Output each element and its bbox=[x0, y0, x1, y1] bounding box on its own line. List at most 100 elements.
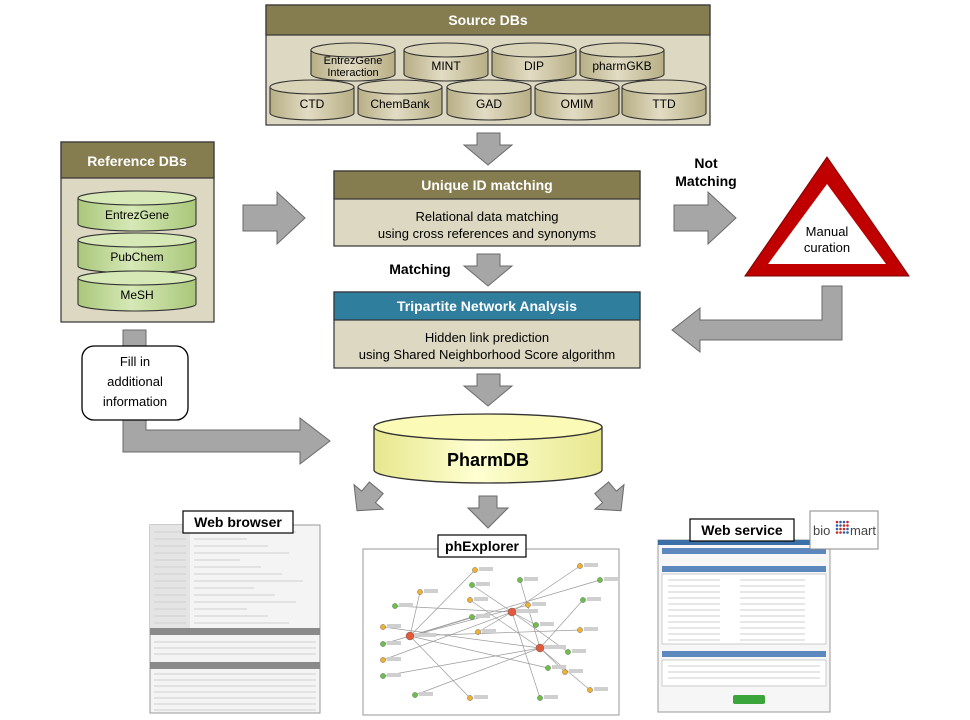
network-node bbox=[562, 669, 568, 675]
biomart-logo: bio mart bbox=[809, 510, 879, 550]
network-edge bbox=[471, 584, 513, 613]
svg-text:mart: mart bbox=[850, 523, 876, 538]
network-edge bbox=[382, 611, 513, 661]
network-node bbox=[392, 603, 398, 609]
source-db-cylinder-2-label: MINT bbox=[431, 59, 461, 73]
network-node bbox=[507, 607, 517, 617]
arrow-unique-to-curation bbox=[673, 190, 737, 246]
network-node-label bbox=[399, 603, 413, 607]
not-matching-label-1: Not bbox=[694, 155, 718, 171]
source-db-cylinder-9: TTD bbox=[621, 79, 707, 121]
network-node bbox=[417, 589, 423, 595]
network-edge bbox=[511, 611, 541, 699]
source-db-cylinder-3-label: DIP bbox=[524, 59, 544, 73]
network-node-label bbox=[482, 629, 496, 633]
network-edge bbox=[409, 635, 471, 699]
network-node-label bbox=[524, 577, 538, 581]
pharmdb-label: PharmDB bbox=[447, 450, 529, 470]
biomart-dot bbox=[835, 520, 839, 524]
network-node bbox=[545, 665, 551, 671]
network-edge bbox=[394, 605, 513, 613]
source-db-cylinder-7-label: GAD bbox=[476, 97, 502, 111]
network-edge bbox=[409, 569, 476, 637]
arrow-curation-to-tripartite bbox=[671, 285, 843, 354]
phexplorer-screenshot bbox=[362, 548, 620, 716]
arrow-unique-to-tripartite bbox=[462, 253, 514, 287]
network-node bbox=[533, 622, 539, 628]
source-db-cylinder-4-label: pharmGKB bbox=[592, 59, 651, 73]
network-edge bbox=[539, 599, 584, 649]
network-node bbox=[577, 563, 583, 569]
reference-db-cylinder-2: PubChem bbox=[77, 232, 197, 274]
network-node bbox=[580, 597, 586, 603]
svg-text:bio: bio bbox=[813, 523, 830, 538]
web-browser-screenshot bbox=[149, 524, 321, 714]
network-node-label bbox=[552, 665, 566, 669]
web-service-label: Web service bbox=[701, 522, 783, 538]
network-node bbox=[472, 567, 478, 573]
network-node bbox=[380, 641, 386, 647]
source-db-cylinder-4: pharmGKB bbox=[579, 42, 665, 82]
unique-id-box: Unique ID matching Relational data match… bbox=[333, 170, 641, 247]
network-node-label bbox=[479, 567, 493, 571]
reference-db-cylinder-1-label: EntrezGene bbox=[105, 208, 169, 222]
reference-db-cylinder-2-label: PubChem bbox=[110, 250, 163, 264]
biomart-dot bbox=[842, 531, 846, 534]
web-service-screenshot bbox=[657, 539, 831, 713]
biomart-dot bbox=[842, 524, 846, 527]
source-db-cylinder-5-label: CTD bbox=[300, 97, 325, 111]
source-db-cylinder-6-label: ChemBank bbox=[370, 97, 430, 111]
network-node-label bbox=[419, 692, 433, 696]
network-node bbox=[469, 614, 475, 620]
network-edge bbox=[477, 611, 513, 633]
phexplorer-tag: phExplorer bbox=[437, 534, 527, 558]
tripartite-line2: using Shared Neighborhood Score algorith… bbox=[359, 347, 616, 362]
matching-label: Matching bbox=[389, 261, 450, 277]
reference-db-cylinder-1: EntrezGene bbox=[77, 190, 197, 232]
unique-id-line1: Relational data matching bbox=[415, 209, 558, 224]
network-node-label bbox=[587, 597, 601, 601]
biomart-dot bbox=[846, 527, 849, 531]
network-edge bbox=[382, 647, 541, 677]
arrow-tripartite-to-pharmdb bbox=[462, 373, 514, 407]
tripartite-line1: Hidden link prediction bbox=[425, 330, 549, 345]
web-browser-tag: Web browser bbox=[182, 510, 294, 534]
fill-in-line2: additional bbox=[107, 374, 163, 389]
biomart-dot bbox=[842, 527, 846, 531]
reference-dbs-title: Reference DBs bbox=[87, 153, 187, 169]
network-node bbox=[475, 629, 481, 635]
biomart-dot bbox=[839, 531, 842, 534]
fill-in-line1: Fill in bbox=[120, 354, 150, 369]
network-node-label bbox=[474, 695, 488, 699]
network-node-label bbox=[474, 597, 488, 601]
biomart-dot bbox=[839, 524, 842, 527]
manual-curation-label-1: Manual bbox=[806, 224, 849, 239]
network-node bbox=[537, 695, 543, 701]
network-node bbox=[565, 649, 571, 655]
network-node bbox=[380, 657, 386, 663]
reference-db-cylinder-3: MeSH bbox=[77, 270, 197, 312]
network-node bbox=[467, 695, 473, 701]
biomart-dot bbox=[835, 527, 839, 531]
source-db-cylinder-5: CTD bbox=[269, 79, 355, 121]
network-edge bbox=[382, 626, 541, 649]
network-edge bbox=[469, 599, 541, 649]
manual-curation-triangle: Manual curation bbox=[744, 156, 910, 277]
network-edge bbox=[409, 635, 549, 669]
network-node bbox=[577, 627, 583, 633]
network-node bbox=[597, 577, 603, 583]
biomart-dot bbox=[835, 524, 839, 527]
network-node-label bbox=[414, 633, 436, 637]
network-node bbox=[535, 643, 545, 653]
network-node-label bbox=[532, 602, 546, 606]
network-node bbox=[525, 602, 531, 608]
network-edge bbox=[409, 579, 601, 637]
manual-curation-label-2: curation bbox=[804, 240, 850, 255]
arrow-reference-to-unique bbox=[242, 190, 306, 246]
phexplorer-label: phExplorer bbox=[445, 538, 519, 554]
biomart-dot bbox=[839, 527, 842, 531]
source-db-cylinder-1-label-1: EntrezGene bbox=[324, 55, 383, 67]
biomart-dot bbox=[846, 531, 849, 534]
